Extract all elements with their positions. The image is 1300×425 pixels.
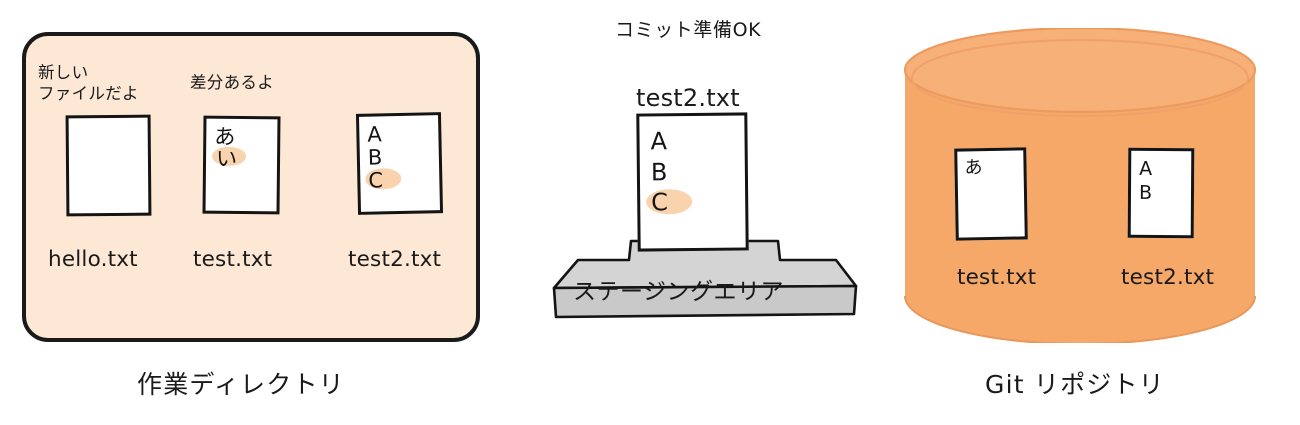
file-line-2: B bbox=[650, 158, 668, 187]
file-label-hello: hello.txt bbox=[48, 247, 138, 272]
file-sheet-repo-test2: A B bbox=[1127, 147, 1195, 239]
annotation-has-diff: 差分あるよ bbox=[190, 73, 274, 92]
file-line-1: あ bbox=[964, 157, 983, 179]
staging-area-label: ステージングエリア bbox=[573, 279, 785, 305]
file-line-3: C bbox=[651, 188, 669, 217]
annotation-new-file: 新しい ファイルだよ bbox=[38, 63, 139, 103]
file-label-repo-test: test.txt bbox=[957, 265, 1037, 290]
file-line-2: B bbox=[367, 145, 383, 170]
commit-ready-title: コミット準備OK bbox=[615, 19, 762, 41]
file-line-2: B bbox=[1138, 181, 1153, 204]
file-label-repo-test2: test2.txt bbox=[1121, 265, 1215, 290]
staging-platform bbox=[548, 238, 858, 320]
file-line-2: い bbox=[215, 146, 238, 171]
file-line-1: A bbox=[650, 127, 668, 156]
file-sheet-hello bbox=[65, 114, 152, 217]
file-line-1: A bbox=[367, 122, 383, 147]
file-label-test2: test2.txt bbox=[348, 247, 442, 272]
file-sheet-test: あ い bbox=[202, 115, 281, 215]
file-sheet-repo-test: あ bbox=[954, 147, 1028, 241]
file-sheet-test2: A B C bbox=[355, 112, 444, 215]
file-line-1: A bbox=[1139, 157, 1153, 180]
git-repository-cylinder bbox=[900, 28, 1260, 343]
file-sheet-staged-test2: A B C bbox=[636, 112, 749, 252]
file-label-test: test.txt bbox=[193, 247, 273, 272]
working-directory-caption: 作業ディレクトリ bbox=[137, 370, 345, 399]
staged-file-label: test2.txt bbox=[636, 84, 740, 112]
git-repository-caption: Git リポジトリ bbox=[985, 370, 1165, 399]
file-line-1: あ bbox=[214, 124, 236, 149]
file-line-3: C bbox=[368, 168, 384, 193]
